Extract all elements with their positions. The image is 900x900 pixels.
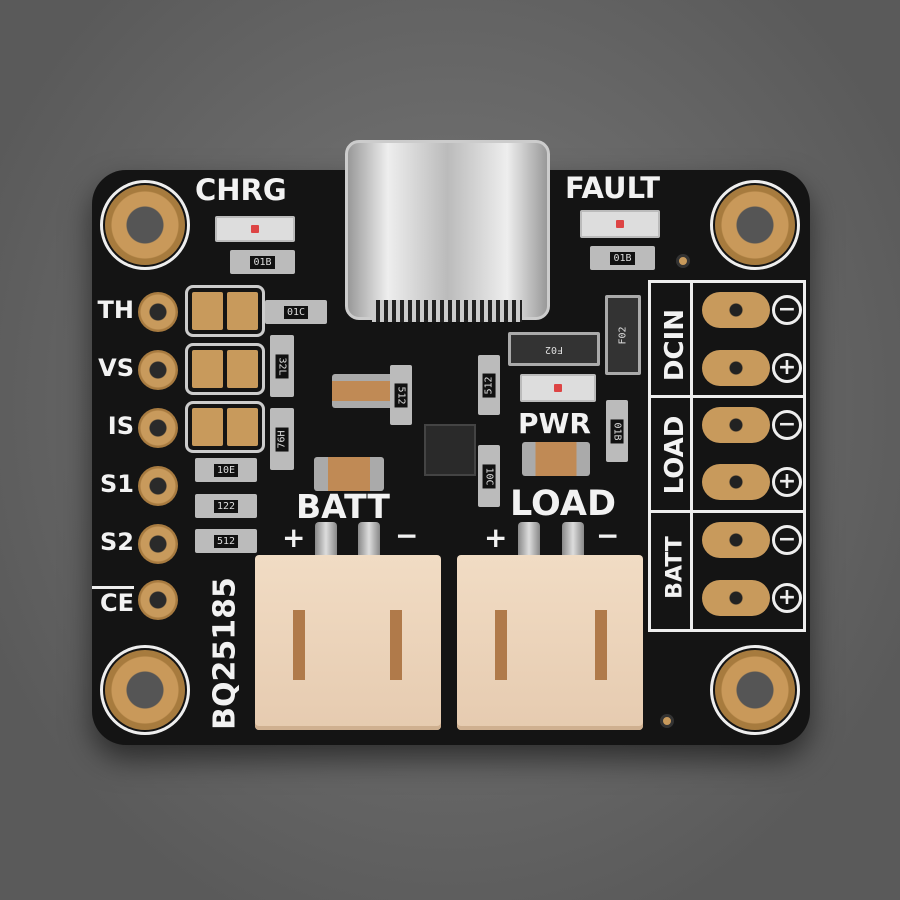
batt-plus-sign: + [772,583,802,613]
pin-s2[interactable] [138,524,178,564]
batt-plus-label: + [282,521,306,554]
batt-label: BATT [662,536,688,599]
resistor: 01B [230,250,295,274]
load-label: LOAD [660,415,690,495]
solder-jumper-is[interactable] [185,401,265,453]
resistor: 01C [265,300,327,324]
mounting-hole [710,645,800,735]
chrg-led [215,216,295,242]
mounting-hole [710,180,800,270]
resistor: 122 [195,494,257,518]
resistor: 512 [390,365,412,425]
pin-vs[interactable] [138,350,178,390]
load-plus-sign: + [772,467,802,497]
resistor: 10C [478,445,500,507]
load-minus-label: − [596,519,620,552]
pad-dcin-plus[interactable] [702,350,770,386]
pin-th[interactable] [138,292,178,332]
diode: F02 [508,332,600,366]
usb-c-pins [372,300,522,322]
load-jst-connector[interactable] [457,555,643,730]
bq25185-chip [424,424,476,476]
load-minus-sign: − [772,410,802,440]
terminal-box [648,280,806,632]
resistor: 32L [270,335,294,397]
pin-label-ce: CE [92,586,134,615]
solder-jumper-th[interactable] [185,285,265,337]
pad-batt-minus[interactable] [702,522,770,558]
divider [648,510,806,513]
pwr-label: PWR [518,407,591,440]
pin-label-is: IS [107,412,134,440]
pin-label-s2: S2 [100,528,134,556]
diode: F02 [605,295,641,375]
pwr-led [520,374,596,402]
batt-connector-label: BATT [296,487,390,526]
usb-c-connector [345,140,550,320]
dcin-plus-sign: + [772,353,802,383]
pin-ce[interactable] [138,580,178,620]
pin-s1[interactable] [138,466,178,506]
resistor: 512 [195,529,257,553]
fiducial [660,714,674,728]
resistor: 10E [195,458,257,482]
capacitor [314,457,384,491]
mounting-hole [100,645,190,735]
pad-batt-plus[interactable] [702,580,770,616]
mounting-hole [100,180,190,270]
capacitor [332,374,398,408]
batt-minus-label: − [395,519,419,552]
capacitor [522,442,590,476]
pad-dcin-minus[interactable] [702,292,770,328]
pad-load-plus[interactable] [702,464,770,500]
chrg-label: CHRG [195,173,287,207]
load-connector-label: LOAD [510,484,617,524]
resistor: 01B [590,246,655,270]
divider [690,280,693,632]
dcin-label: DCIN [660,308,690,382]
batt-minus-sign: − [772,525,802,555]
dcin-minus-sign: − [772,295,802,325]
load-plus-label: + [484,521,508,554]
pin-label-s1: S1 [100,470,134,498]
divider [648,395,806,398]
solder-jumper-vs[interactable] [185,343,265,395]
resistor: 76H [270,408,294,470]
pin-label-th: TH [97,296,134,324]
pin-is[interactable] [138,408,178,448]
fault-led [580,210,660,238]
fiducial [676,254,690,268]
resistor: 01B [606,400,628,462]
resistor: 512 [478,355,500,415]
fault-label: FAULT [565,171,661,205]
pin-label-vs: VS [98,354,134,382]
pad-load-minus[interactable] [702,407,770,443]
batt-jst-connector[interactable] [255,555,441,730]
board-name-label: BQ25185 [207,577,243,730]
